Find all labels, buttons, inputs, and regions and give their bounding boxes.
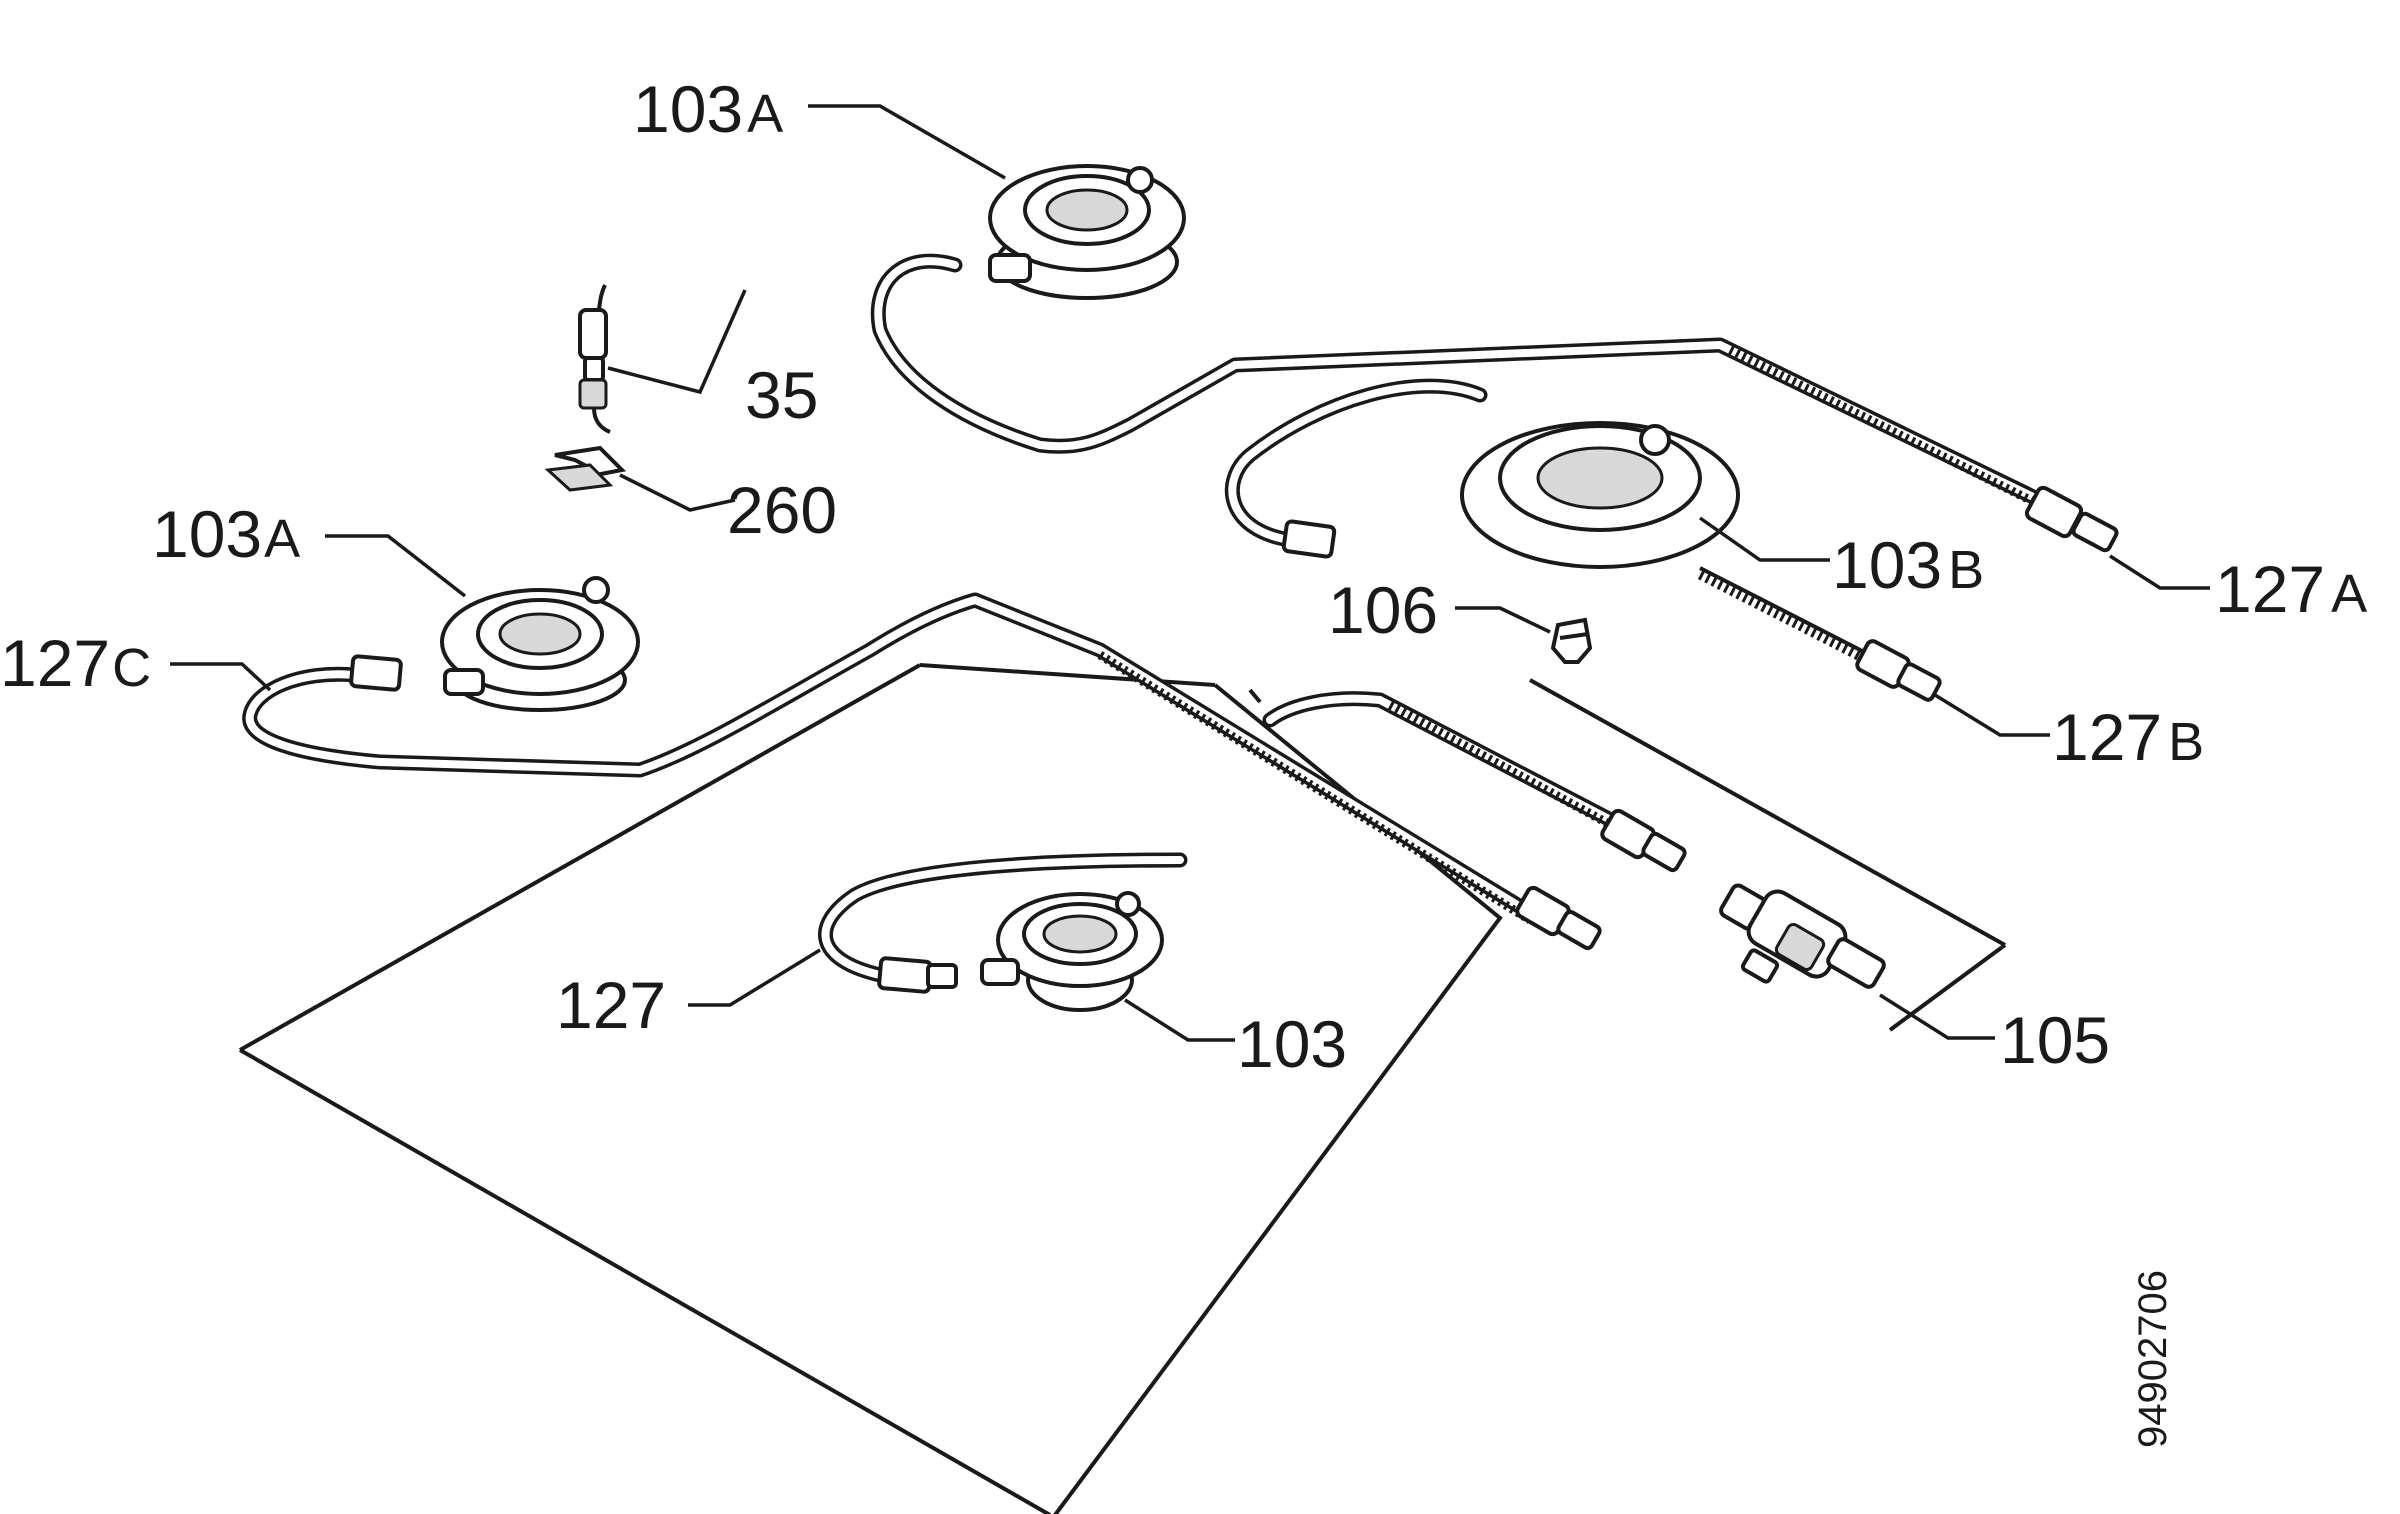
- label-106: 106: [1328, 573, 1438, 647]
- pipe-127: [818, 852, 1188, 994]
- label-103: 103: [1237, 1007, 1347, 1081]
- pipe-127b: [1224, 378, 1942, 702]
- burner-103a-top: [988, 164, 1186, 300]
- label-260: 260: [727, 473, 837, 547]
- label-105: 105: [2000, 1003, 2110, 1077]
- label-103a-top: 103A: [633, 72, 783, 146]
- pipe-127d: [1262, 691, 1687, 873]
- label-103a-left: 103A: [152, 497, 300, 571]
- burner-103: [980, 891, 1164, 1012]
- label-35: 35: [745, 358, 818, 432]
- pipe-127a: [870, 253, 2119, 553]
- burner-103a-left: [440, 576, 640, 712]
- pipe-127c: [242, 592, 1602, 951]
- label-127: 127: [556, 968, 666, 1042]
- label-127c: 127C: [0, 626, 151, 700]
- electrode-35: [578, 284, 611, 434]
- injector-106: [1550, 617, 1593, 664]
- clip-260: [544, 445, 627, 492]
- leader-lines: [170, 104, 2210, 1042]
- drawing-code: 94902706: [2131, 1270, 2175, 1448]
- burner-103b: [1460, 421, 1740, 569]
- hob-base-plate: [239, 663, 2007, 1514]
- valve-105: [1719, 883, 1886, 989]
